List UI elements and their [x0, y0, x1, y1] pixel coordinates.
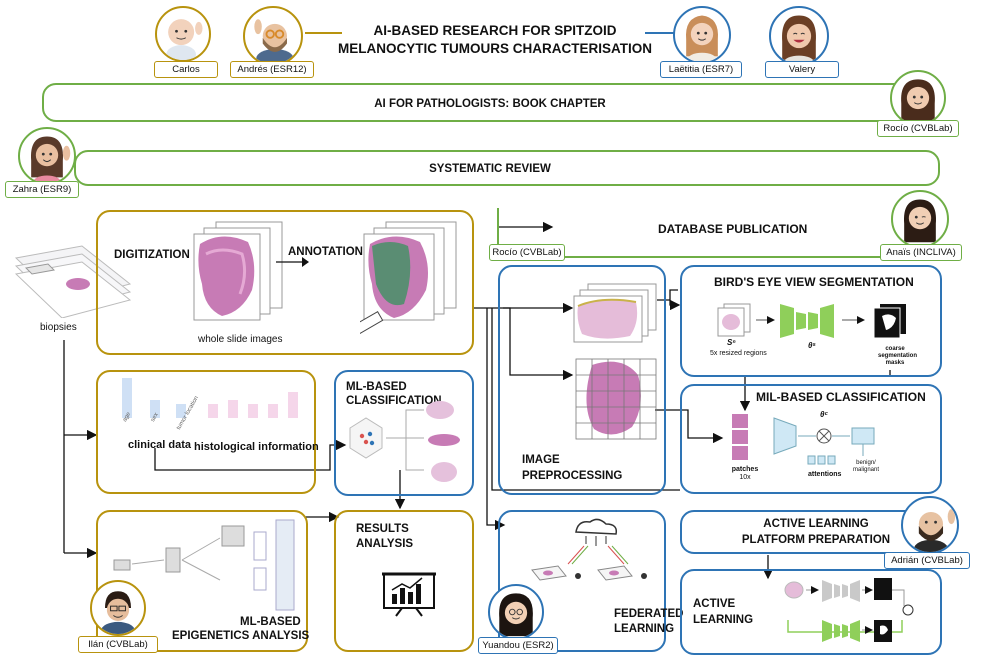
- clinical-histological-box: [96, 370, 316, 494]
- birds-eye-segmentation-title: BIRD'S EYE VIEW SEGMENTATION: [714, 275, 914, 289]
- ml-classification-illustration: [349, 401, 460, 482]
- mil-classification-title: MIL-BASED CLASSIFICATION: [756, 390, 926, 404]
- epigenetics-pipeline-illustration: [113, 519, 295, 611]
- yuandou-name-tag: Yuandou (ESR2): [478, 637, 558, 654]
- active-learning-box: [680, 569, 942, 655]
- systematic-review-box: [74, 150, 940, 186]
- ilan-avatar: [90, 580, 146, 636]
- anais-name-tag: Anaïs (INCLIVA): [880, 244, 962, 261]
- image-preprocessing-title: IMAGE PREPROCESSING: [522, 454, 623, 482]
- book-chapter-label: AI FOR PATHOLOGISTS: BOOK CHAPTER: [374, 98, 606, 110]
- ml-classification-title: ML-BASED CLASSIFICATION: [346, 381, 442, 407]
- zahra-avatar: [18, 127, 76, 185]
- rocio-db-name-tag: Rocío (CVBLab): [489, 244, 565, 261]
- carlos-name-tag: Carlos: [154, 61, 218, 78]
- rocio-book-avatar: [890, 70, 946, 126]
- theta-c-symbol: θᶜ: [820, 410, 828, 419]
- zahra-name-tag: Zahra (ESR9): [5, 181, 79, 198]
- main-title: AI-BASED RESEARCH FOR SPITZOID MELANOCYT…: [338, 23, 652, 56]
- database-publication-box: [497, 208, 934, 258]
- federated-learning-title: FEDERATED LEARNING: [614, 608, 684, 635]
- active-learning-loop-illustration: [784, 578, 914, 642]
- epigenetics-box: [96, 510, 308, 652]
- active-learning-title: ACTIVE LEARNING: [693, 598, 754, 626]
- digitization-annotation-box: [96, 210, 474, 355]
- clinical-histological-bar-charts: [122, 378, 298, 418]
- attentions-label: attentions: [808, 471, 842, 478]
- anais-avatar: [891, 190, 949, 248]
- carlos-avatar: [155, 6, 211, 62]
- results-analysis-title: RESULTS ANALYSIS: [356, 523, 414, 550]
- annotation-label: ANNOTATION: [288, 246, 363, 258]
- yuandou-avatar: [488, 584, 544, 640]
- coarse-masks-label: coarse segmentation masks: [878, 346, 918, 366]
- database-publication-label: DATABASE PUBLICATION: [658, 222, 808, 236]
- andres-avatar: [243, 6, 303, 66]
- image-preprocessing-box: [498, 265, 666, 495]
- andres-name-tag: Andrés (ESR12): [230, 61, 314, 78]
- preprocessing-patch-grid: [575, 358, 657, 440]
- systematic-review-label: SYSTEMATIC REVIEW: [429, 163, 551, 175]
- s-n-symbol: Sⁿ: [727, 338, 736, 347]
- mil-classification-box: [680, 384, 942, 494]
- federated-learning-illustration: [531, 518, 647, 581]
- digitization-label: DIGITIZATION: [114, 249, 190, 261]
- clinical-data-label: clinical data: [128, 439, 191, 451]
- active-platform-title: ACTIVE LEARNING PLATFORM PREPARATION: [741, 518, 891, 546]
- biopsies-label: biopsies: [40, 322, 77, 333]
- benign-malignant-label: benign/ malignant: [853, 460, 880, 473]
- whole-slide-images-label: whole slide images: [198, 334, 283, 345]
- valery-avatar: [769, 6, 829, 66]
- epigenetics-title: ML-BASED EPIGENETICS ANALYSIS: [172, 616, 310, 642]
- results-analysis-box: [334, 510, 474, 652]
- laetitia-avatar: [673, 6, 731, 64]
- resized-regions-label: 5x resized regions: [710, 350, 767, 357]
- annotated-slide-stack: [360, 221, 457, 336]
- histological-information-label: histological information: [194, 441, 319, 453]
- valery-name-tag: Valery: [765, 61, 839, 78]
- rocio-book-name-tag: Rocío (CVBLab): [877, 120, 959, 137]
- adrian-avatar: [901, 496, 959, 554]
- ilan-name-tag: Ilán (CVBLab): [78, 636, 158, 653]
- birds-eye-segmentation-box: [680, 265, 942, 377]
- adrian-name-tag: Adrián (CVBLab): [884, 552, 970, 569]
- biopsy-slides-illustration: [14, 245, 132, 318]
- ml-classification-box: [334, 370, 474, 496]
- results-chart-icon: [382, 572, 436, 617]
- segmentation-pipeline-illustration: [717, 303, 906, 339]
- laetitia-name-tag: Laëtitia (ESR7): [660, 61, 742, 78]
- theta-s-symbol: θˢ: [808, 341, 816, 350]
- mil-pipeline-illustration: [732, 414, 875, 465]
- whole-slide-image-stack: [193, 221, 283, 321]
- preprocessing-thumbnail-stack: [573, 283, 657, 343]
- patches-label: patches 10x: [731, 466, 759, 481]
- digitization-to-annotation-arrow: [276, 257, 309, 267]
- federated-learning-box: [498, 510, 666, 652]
